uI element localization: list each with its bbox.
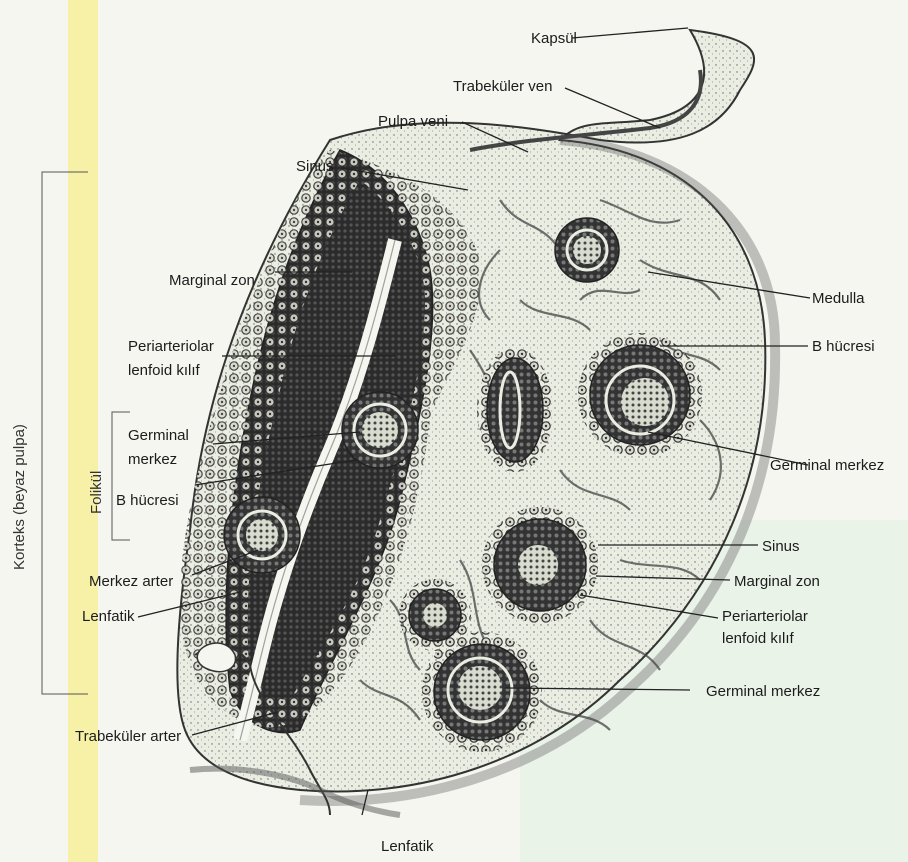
- label-sinus-top: Sinus: [296, 158, 334, 175]
- follicle-right-large: [578, 333, 702, 457]
- label-periarteriolar-left-2: lenfoid kılıf: [128, 362, 201, 379]
- label-germinal-left-2: merkez: [128, 451, 177, 468]
- lymphatic-vessel: [197, 643, 235, 672]
- label-lenfatik-bottom: Lenfatik: [381, 838, 434, 855]
- label-b-hucresi-left: B hücresi: [116, 492, 179, 509]
- label-germinal-merkez-bottom: Germinal merkez: [706, 683, 820, 700]
- label-sinus-right: Sinus: [762, 538, 800, 555]
- label-marginal-zon-right: Marginal zon: [734, 573, 820, 590]
- label-pulpa-veni: Pulpa veni: [378, 113, 448, 130]
- label-korteks: Korteks (beyaz pulpa): [11, 424, 28, 570]
- label-germinal-merkez-right: Germinal merkez: [770, 457, 884, 474]
- follicle-bottom: [422, 632, 542, 752]
- follicle-left: [342, 392, 418, 468]
- label-kapsul: Kapsül: [531, 30, 577, 47]
- label-periarteriolar-right-2: lenfoid kılıf: [722, 630, 795, 647]
- label-trabekuler-arter: Trabeküler arter: [75, 728, 181, 745]
- label-periarteriolar-right-1: Periarteriolar: [722, 608, 808, 625]
- follicle-oval: [477, 348, 553, 472]
- label-marginal-zon-left: Marginal zon: [169, 272, 255, 289]
- label-lenfatik-left: Lenfatik: [82, 608, 135, 625]
- label-folikul: Folikül: [88, 471, 105, 514]
- label-merkez-arter: Merkez arter: [89, 573, 173, 590]
- label-germinal-left-1: Germinal: [128, 427, 189, 444]
- label-b-hucresi-right: B hücresi: [812, 338, 875, 355]
- label-periarteriolar-left-1: Periarteriolar: [128, 338, 214, 355]
- follicle-top: [555, 218, 619, 282]
- follicle-mid: [482, 507, 598, 623]
- label-trabekuler-ven: Trabeküler ven: [453, 78, 553, 95]
- label-medulla: Medulla: [812, 290, 865, 307]
- follicle-left-lower: [224, 497, 300, 573]
